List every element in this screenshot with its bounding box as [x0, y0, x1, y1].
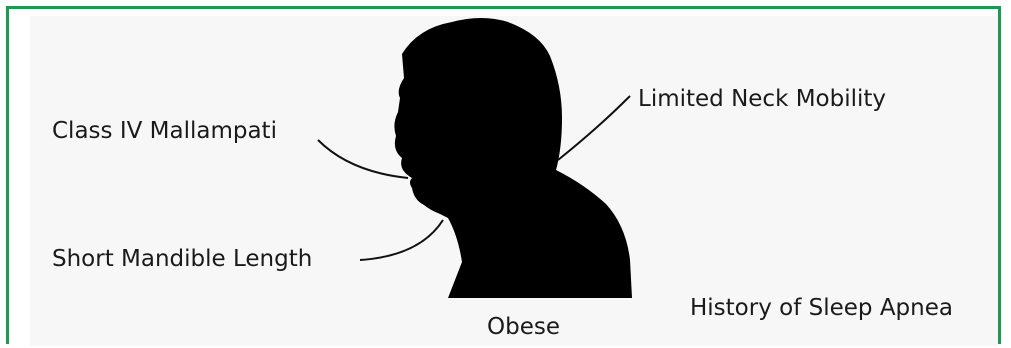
neck-leader-line	[558, 96, 630, 160]
mandible-label: Short Mandible Length	[52, 248, 312, 271]
mallampati-leader-line	[318, 140, 408, 178]
mallampati-label: Class IV Mallampati	[52, 120, 277, 143]
sleep-apnea-label: History of Sleep Apnea	[690, 297, 953, 320]
neck-label: Limited Neck Mobility	[638, 88, 886, 111]
obese-label: Obese	[487, 316, 560, 339]
head-silhouette-icon	[394, 18, 632, 298]
mandible-leader-line	[360, 220, 443, 260]
